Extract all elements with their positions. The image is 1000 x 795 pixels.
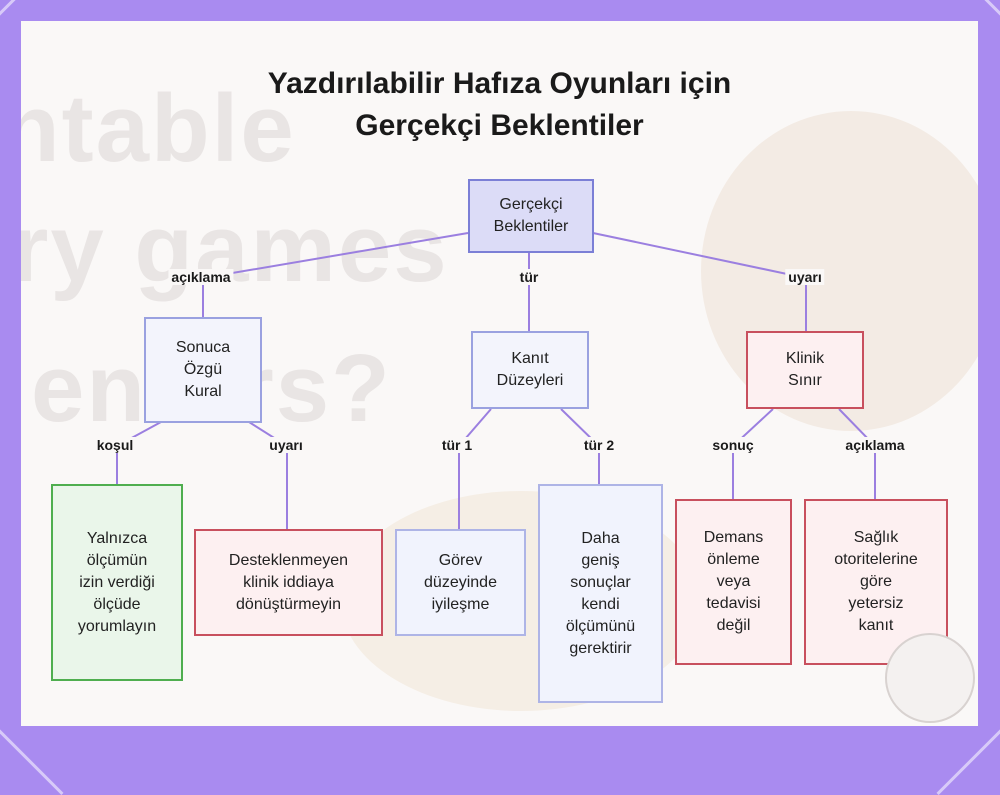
node-no-clinical-claim: Desteklenmeyen klinik iddiaya dönüştürme… <box>194 529 383 636</box>
node-root: Gerçekçi Beklentiler <box>468 179 594 253</box>
edge-root-clinical <box>592 232 807 331</box>
node-root-label: Gerçekçi Beklentiler <box>493 196 569 235</box>
edge-label: açıklama <box>168 269 234 285</box>
title-line-2: Gerçekçi Beklentiler <box>355 109 644 142</box>
edge-label: açıklama <box>842 437 908 453</box>
edge-label: tür 1 <box>438 437 476 453</box>
node-clinical-limit: Klinik Sınır <box>746 331 864 409</box>
node-broader-outcomes: Daha geniş sonuçlar kendi ölçümünü gerek… <box>538 484 663 703</box>
node-insufficient-evidence-label: Sağlık otoritelerine göre yetersiz kanıt <box>834 529 918 634</box>
edge-label: uyarı <box>266 437 306 453</box>
title-line-1: Yazdırılabilir Hafıza Oyunları için <box>267 67 732 100</box>
node-task-level: Görev düzeyinde iyileşme <box>395 529 526 636</box>
node-task-level-label: Görev düzeyinde iyileşme <box>424 551 497 613</box>
node-outcome-rule-label: Sonuca Özgü Kural <box>175 339 231 400</box>
node-evidence-levels: Kanıt Düzeyleri <box>471 331 589 409</box>
node-broader-outcomes-label: Daha geniş sonuçlar kendi ölçümünü gerek… <box>565 529 636 657</box>
edge-clinical-dementia <box>732 408 774 499</box>
node-no-clinical-claim-label: Desteklenmeyen klinik iddiaya dönüştürme… <box>228 551 349 613</box>
edge-root-rule <box>202 232 469 317</box>
edge-evidence-task <box>458 408 492 529</box>
edge-label: tür 2 <box>580 437 618 453</box>
node-not-dementia-label: Demans önleme veya tedavisi değil <box>703 529 764 634</box>
edge-rule-interpret <box>116 421 162 484</box>
node-interpret-label: Yalnızca ölçümün izin verdiği ölçüde yor… <box>77 529 157 635</box>
edge-label: sonuç <box>709 437 757 453</box>
background-text: ntable <box>21 75 296 182</box>
logo-seal <box>885 633 975 723</box>
edge-clinical-insufficient <box>838 408 876 499</box>
edge-label: uyarı <box>785 269 825 285</box>
node-clinical-limit-label: Klinik Sınır <box>785 350 825 389</box>
edge-label: tür <box>516 269 542 285</box>
diagram-canvas: ntable ry games eniors? Yazdırılabilir H… <box>21 21 978 726</box>
node-outcome-rule: Sonuca Özgü Kural <box>144 317 262 423</box>
node-not-dementia: Demans önleme veya tedavisi değil <box>675 499 792 665</box>
node-interpret: Yalnızca ölçümün izin verdiği ölçüde yor… <box>51 484 183 681</box>
edge-label: koşul <box>93 437 137 453</box>
node-evidence-levels-label: Kanıt Düzeyleri <box>496 350 564 389</box>
diagram-title: Yazdırılabilir Hafıza Oyunları için Gerç… <box>21 63 978 147</box>
